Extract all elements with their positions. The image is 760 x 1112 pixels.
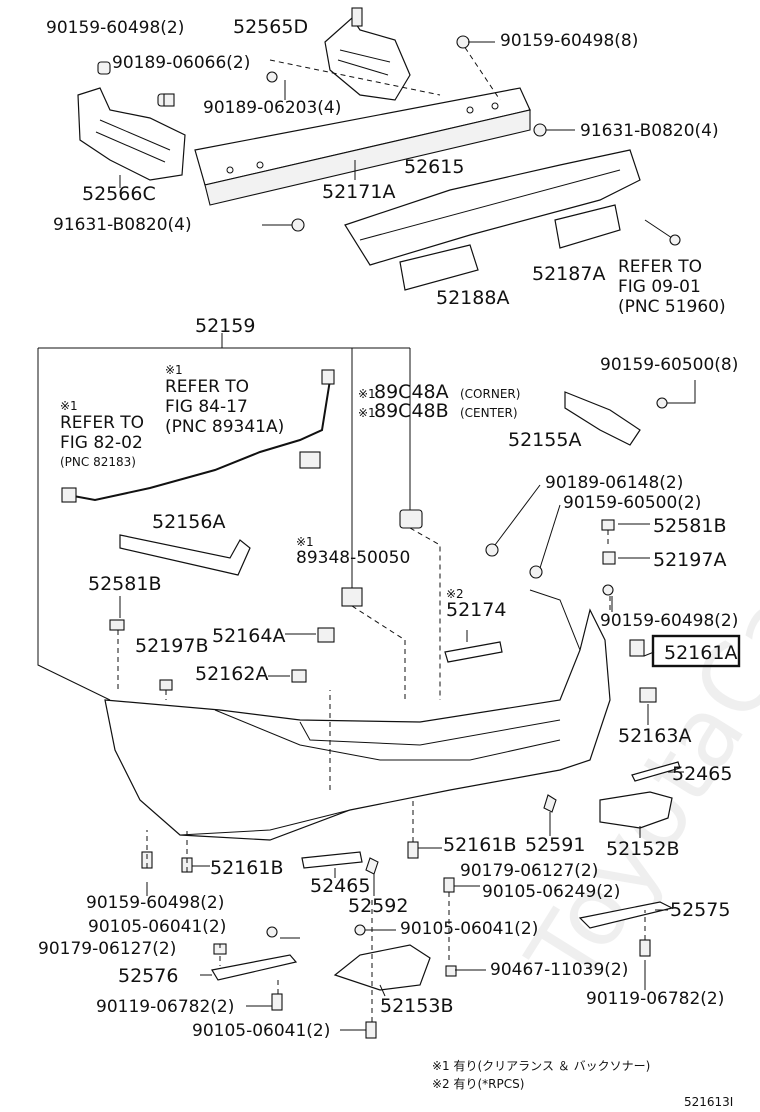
label-90105-06041-mid: 90105-06041(2) <box>400 919 538 939</box>
label-52161b-left: 52161B <box>210 857 283 879</box>
ref-mark-1-a: ※1 <box>165 363 183 377</box>
part-52188a-drawing <box>399 244 479 291</box>
part-52171a-drawing <box>194 39 531 206</box>
label-52566c: 52566C <box>82 183 156 205</box>
label-90189-06148: 90189-06148(2) <box>545 473 683 493</box>
label-90159-60498-2-top: 90159-60498(2) <box>46 18 184 38</box>
lower-dashed-guides <box>117 530 646 1022</box>
part-labels: 90159-60498(2) 52565D 90159-60498(8) 901… <box>38 16 738 1109</box>
label-89c48a-note: (CORNER) <box>460 387 520 401</box>
ref-fig-82-02-line1: REFER TO <box>60 413 144 433</box>
label-52163a: 52163A <box>618 725 691 747</box>
label-52171a: 52171A <box>322 181 395 203</box>
ref-fig-09-01-line3: (PNC 51960) <box>618 297 726 317</box>
label-90179-06127-left: 90179-06127(2) <box>38 939 176 959</box>
ref-fig-84-17-line2: FIG 84-17 <box>165 397 248 417</box>
ref-fig-82-02-line3: (PNC 82183) <box>60 455 136 469</box>
label-90159-60498-2-mid: 90159-60498(2) <box>600 611 738 631</box>
label-52565d: 52565D <box>233 16 308 38</box>
label-89c48a: 89C48A <box>374 381 449 403</box>
label-52576: 52576 <box>118 965 178 987</box>
diagram-id: 521613I <box>684 1095 733 1109</box>
part-52575-drawing <box>443 877 674 977</box>
label-90159-60498-2-bottom: 90159-60498(2) <box>86 893 224 913</box>
label-90159-60498-8: 90159-60498(8) <box>500 31 638 51</box>
label-52575: 52575 <box>670 899 730 921</box>
label-89348-50050: 89348-50050 <box>296 548 410 568</box>
wire-harness-drawing <box>61 369 335 503</box>
part-52465-drawing <box>301 761 681 869</box>
label-90189-06203: 90189-06203(4) <box>203 98 341 118</box>
label-91631-b0820-right: 91631-B0820(4) <box>580 121 719 141</box>
ref-fig-09-01-line2: FIG 09-01 <box>618 277 701 297</box>
label-52156a: 52156A <box>152 511 225 533</box>
label-52161b-center: 52161B <box>443 834 516 856</box>
label-52174: 52174 <box>446 599 506 621</box>
ref-fig-82-02-line2: FIG 82-02 <box>60 433 143 453</box>
label-89c48b-note: (CENTER) <box>460 406 518 420</box>
ref-fig-84-17-line3: (PNC 89341A) <box>165 417 284 437</box>
label-52197b: 52197B <box>135 635 208 657</box>
label-52188a: 52188A <box>436 287 509 309</box>
part-52615-drawing <box>344 149 641 266</box>
label-52581b-left: 52581B <box>88 573 161 595</box>
part-52152b-drawing <box>599 791 673 829</box>
label-leaders <box>119 484 684 1031</box>
part-52174-drawing <box>444 641 503 663</box>
ref-mark-1-center: ※1 <box>358 406 376 420</box>
part-52565d-drawing <box>324 7 411 101</box>
label-90467-11039: 90467-11039(2) <box>490 960 628 980</box>
label-90105-06249: 90105-06249(2) <box>482 882 620 902</box>
label-89c48b: 89C48B <box>374 400 449 422</box>
label-90159-60500-8: 90159-60500(8) <box>600 355 738 375</box>
label-52152b: 52152B <box>606 838 679 860</box>
label-90119-06782-right: 90119-06782(2) <box>586 989 724 1009</box>
label-52159: 52159 <box>195 315 255 337</box>
label-90179-06127-right: 90179-06127(2) <box>460 861 598 881</box>
part-52156a-drawing <box>119 534 251 576</box>
label-90105-06041-bottom: 90105-06041(2) <box>192 1021 330 1041</box>
bumper-cover-drawing <box>104 589 611 841</box>
part-52566c-drawing <box>77 61 186 181</box>
label-90105-06041-left: 90105-06041(2) <box>88 917 226 937</box>
part-52187a-drawing <box>554 204 681 249</box>
part-52155a-drawing <box>564 380 696 446</box>
part-89348-drawing <box>341 587 406 700</box>
group-52159-bracket <box>37 333 411 701</box>
sensor-89c48-drawing <box>399 509 441 700</box>
bumper-clips <box>109 519 657 703</box>
ref-mark-2: ※2 <box>446 587 464 601</box>
ref-mark-1-corner: ※1 <box>358 387 376 401</box>
label-91631-b0820-left: 91631-B0820(4) <box>53 215 192 235</box>
label-52161a-highlighted: 52161A <box>664 642 737 664</box>
label-52465-right: 52465 <box>672 763 732 785</box>
label-90119-06782-left: 90119-06782(2) <box>96 997 234 1017</box>
label-52162a: 52162A <box>195 663 268 685</box>
part-52576-drawing <box>211 926 377 1039</box>
ref-mark-1-b: ※1 <box>60 399 78 413</box>
label-52155a: 52155A <box>508 429 581 451</box>
label-52591: 52591 <box>525 834 585 856</box>
label-90189-06066: 90189-06066(2) <box>112 53 250 73</box>
label-52153b: 52153B <box>380 995 453 1017</box>
ref-mark-1-89348: ※1 <box>296 535 314 549</box>
label-52465-left: 52465 <box>310 875 370 897</box>
label-52187a: 52187A <box>532 263 605 285</box>
ref-fig-09-01-line1: REFER TO <box>618 257 702 277</box>
label-52164a: 52164A <box>212 625 285 647</box>
label-52581b-right: 52581B <box>653 515 726 537</box>
ref-fig-84-17-line1: REFER TO <box>165 377 249 397</box>
top-leaders <box>119 41 575 226</box>
part-52591-drawing <box>365 794 557 875</box>
footnote-2: ※2 有り(*RPCS) <box>432 1077 524 1091</box>
footnote-1: ※1 有り(クリアランス ＆ バックソナー) <box>432 1059 650 1073</box>
label-52615: 52615 <box>404 156 464 178</box>
label-52197a: 52197A <box>653 549 726 571</box>
highlight-box-52161a <box>651 634 741 668</box>
label-90159-60500-2: 90159-60500(2) <box>563 493 701 513</box>
label-52592: 52592 <box>348 895 408 917</box>
